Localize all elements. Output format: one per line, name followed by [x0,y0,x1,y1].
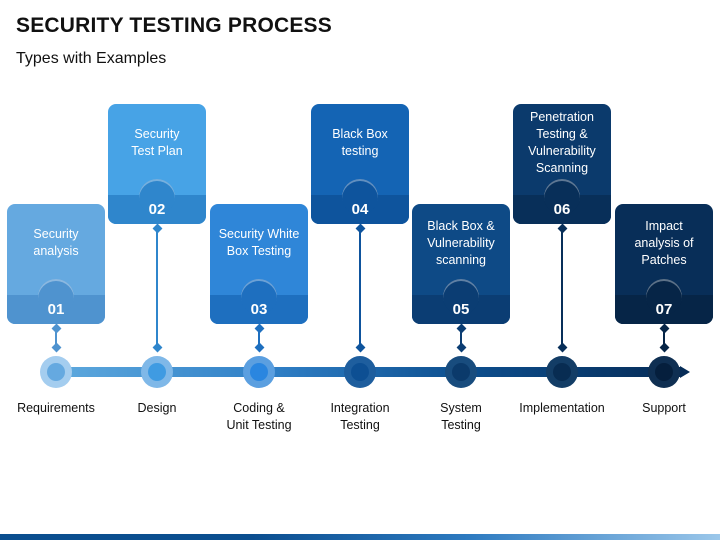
timeline-node-dot [452,363,470,381]
step-card-text: Black Box & Vulnerability scanning [427,218,495,267]
step-card-notch [342,179,378,215]
step-card-1: Security analysis 01 [7,204,105,324]
step-card-text: Security White Box Testing [218,227,300,258]
step-connector [156,228,158,348]
timeline-node-dot [148,363,166,381]
connector-diamond-icon [557,223,567,234]
connector-diamond-icon [659,323,669,334]
step-connector [258,328,260,348]
connector-diamond-icon [355,342,365,353]
timeline-node [648,356,680,388]
page-subtitle: Types with Examples [16,50,167,67]
stage-label: Integration Testing [330,401,390,432]
step-card-text: Security analysis [33,227,79,258]
step-card-notch [241,279,277,315]
step-card-3: Security White Box Testing 03 [210,204,308,324]
page-title: SECURITY TESTING PROCESS [16,14,332,37]
step-number: 07 [655,301,673,318]
timeline-node [445,356,477,388]
step-connector [55,328,57,348]
step-card-4: Black Box testing 04 [311,104,409,224]
stage-label: Support [642,401,686,415]
step-connector [359,228,361,348]
step-card-notch [443,279,479,315]
step-number: 06 [553,201,571,218]
step-card-notch [139,179,175,215]
connector-diamond-icon [456,323,466,334]
stage-label: Implementation [519,401,605,415]
step-number: 02 [148,201,166,218]
timeline-node [40,356,72,388]
step-connector [460,328,462,348]
connector-diamond-icon [456,342,466,353]
step-number: 04 [351,201,369,218]
step-card-6: Penetration Testing & Vulnerability Scan… [513,104,611,224]
connector-diamond-icon [152,223,162,234]
timeline-node-dot [655,363,673,381]
timeline-node [344,356,376,388]
step-connector [561,228,563,348]
step-number: 03 [250,301,268,318]
stage-label: Coding & Unit Testing [226,401,292,432]
connector-diamond-icon [557,342,567,353]
step-card-text: Security Test Plan [131,127,183,158]
timeline-arrow-icon [680,366,690,378]
step-card-notch [544,179,580,215]
step-card-7: Impact analysis of Patches 07 [615,204,713,324]
connector-diamond-icon [51,323,61,334]
step-connector [663,328,665,348]
step-card-5: Black Box & Vulnerability scanning 05 [412,204,510,324]
footer-divider [0,534,720,540]
timeline-node [243,356,275,388]
connector-diamond-icon [254,323,264,334]
connector-diamond-icon [659,342,669,353]
step-card-text: Penetration Testing & Vulnerability Scan… [528,110,596,175]
step-card-notch [646,279,682,315]
step-card-notch [38,279,74,315]
connector-diamond-icon [152,342,162,353]
step-card-text: Impact analysis of Patches [634,218,694,267]
stage-label: System Testing [440,401,482,432]
step-number: 05 [452,301,470,318]
connector-diamond-icon [355,223,365,234]
timeline-node [141,356,173,388]
stage-label: Requirements [17,401,95,415]
step-card-2: Security Test Plan 02 [108,104,206,224]
timeline-node-dot [47,363,65,381]
timeline-node [546,356,578,388]
timeline-node-dot [351,363,369,381]
connector-diamond-icon [51,342,61,353]
timeline-node-dot [553,363,571,381]
stage-label: Design [137,401,177,415]
step-number: 01 [47,301,65,318]
connector-diamond-icon [254,342,264,353]
timeline-node-dot [250,363,268,381]
step-card-text: Black Box testing [332,127,388,158]
